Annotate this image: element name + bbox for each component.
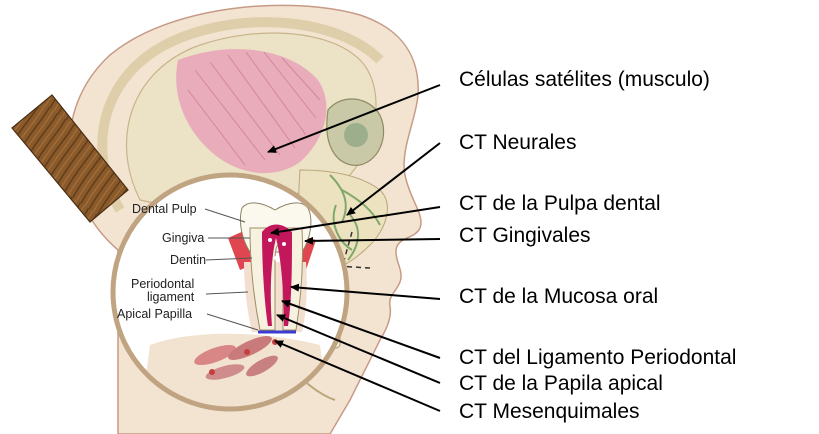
label-ct-mesenquimales: CT Mesenquimales xyxy=(459,400,640,424)
inset-label-gingiva: Gingiva xyxy=(162,231,204,245)
inset-label-dentin: Dentin xyxy=(170,253,206,267)
label-ct-mucosa-oral: CT de la Mucosa oral xyxy=(459,285,658,309)
inset-label-dental-pulp: Dental Pulp xyxy=(132,202,197,216)
label-ct-pulpa-dental: CT de la Pulpa dental xyxy=(459,192,661,216)
inset-label-periodontal: Periodontal xyxy=(131,277,194,291)
inset-label-apical-papilla: Apical Papilla xyxy=(117,307,192,321)
label-ct-neurales: CT Neurales xyxy=(459,131,577,155)
label-ct-gingivales: CT Gingivales xyxy=(459,224,591,248)
label-ct-ligamento-periodontal: CT del Ligamento Periodontal xyxy=(459,346,736,370)
label-celulas-satelites: Células satélites (musculo) xyxy=(459,68,710,92)
label-ct-papila-apical: CT de la Papila apical xyxy=(459,372,663,396)
inset-label-ligament: ligament xyxy=(147,290,195,304)
